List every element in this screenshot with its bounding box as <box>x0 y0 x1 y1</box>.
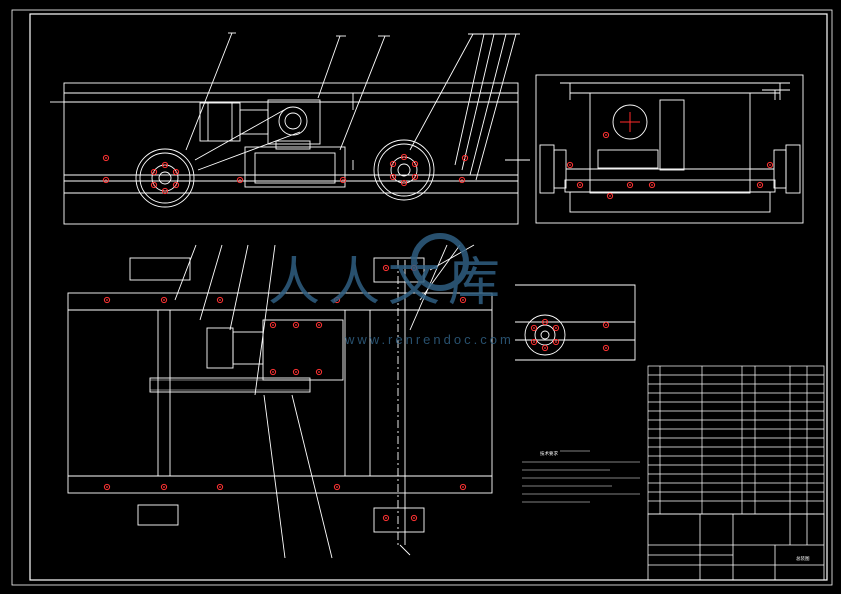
sheet-frame <box>11 9 833 586</box>
detail-view-bolts <box>530 318 610 352</box>
detail-view <box>515 284 636 361</box>
notes-heading: 技术要求 <box>540 450 558 457</box>
drawing-title: 总装图 <box>796 555 810 562</box>
parts-list <box>647 365 825 515</box>
side-view-center-mark <box>620 112 640 132</box>
watermark-text: 人人文库 <box>268 253 508 313</box>
title-block <box>647 513 825 581</box>
front-left-wheel <box>135 148 195 208</box>
watermark-url: www.renrendoc.com <box>344 332 514 347</box>
technical-notes <box>522 450 640 503</box>
title-block-labels: 总装图 技术要求 <box>540 450 810 562</box>
front-right-wheel <box>373 139 435 201</box>
drive-motor <box>199 102 241 142</box>
side-view <box>535 74 804 224</box>
front-view <box>50 32 530 225</box>
watermark: 人人文库 www.renrendoc.com <box>268 233 514 347</box>
plan-view-rack <box>150 379 310 391</box>
plan-view <box>67 244 493 559</box>
